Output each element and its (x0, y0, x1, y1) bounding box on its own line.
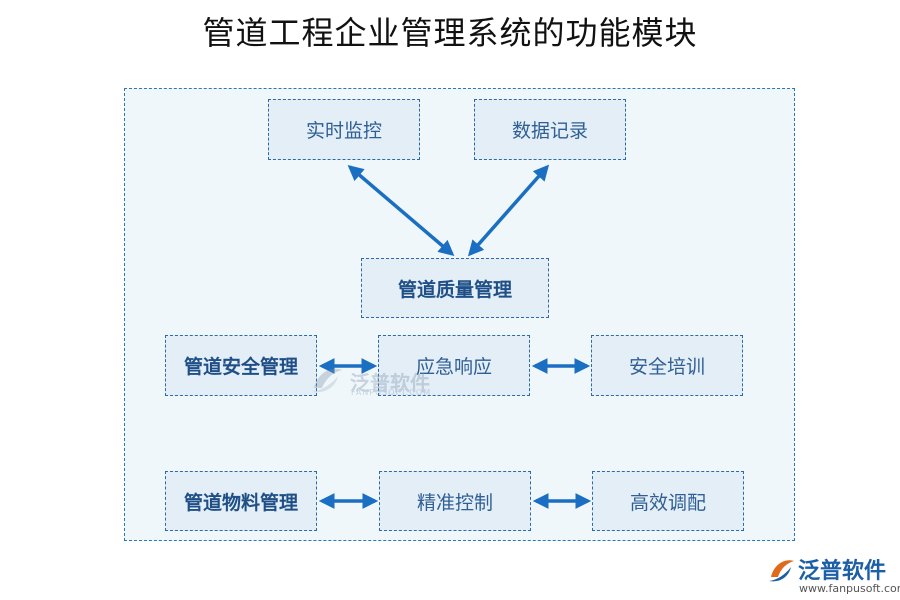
brand-url: www.fanpusoft.com (799, 582, 900, 595)
brand-logo: 泛普软件 www.fanpusoft.com (766, 553, 900, 597)
node-safety-training: 安全培训 (591, 335, 743, 396)
node-realtime-monitoring: 实时监控 (268, 99, 420, 160)
watermark-text: 泛普软件 (350, 370, 430, 395)
node-emergency-response: 应急响应 (378, 335, 530, 396)
arrow-realtime-quality (347, 164, 455, 257)
watermark-logo-icon (308, 362, 346, 400)
node-pipeline-quality: 管道质量管理 (361, 258, 549, 318)
node-pipeline-safety: 管道安全管理 (165, 335, 317, 396)
watermark-subtext: FANPUSOFT.COM (351, 388, 432, 397)
arrow-records-quality (467, 164, 550, 257)
node-precise-control: 精准控制 (379, 471, 531, 531)
node-data-records: 数据记录 (474, 99, 626, 160)
brand-name: 泛普软件 (798, 559, 887, 584)
page-title: 管道工程企业管理系统的功能模块 (202, 14, 698, 52)
watermark: 泛普软件 FANPUSOFT.COM (308, 362, 430, 400)
brand-logo-icon (766, 555, 796, 589)
node-efficient-dispatch: 高效调配 (592, 471, 744, 531)
node-pipeline-materials: 管道物料管理 (165, 471, 317, 531)
